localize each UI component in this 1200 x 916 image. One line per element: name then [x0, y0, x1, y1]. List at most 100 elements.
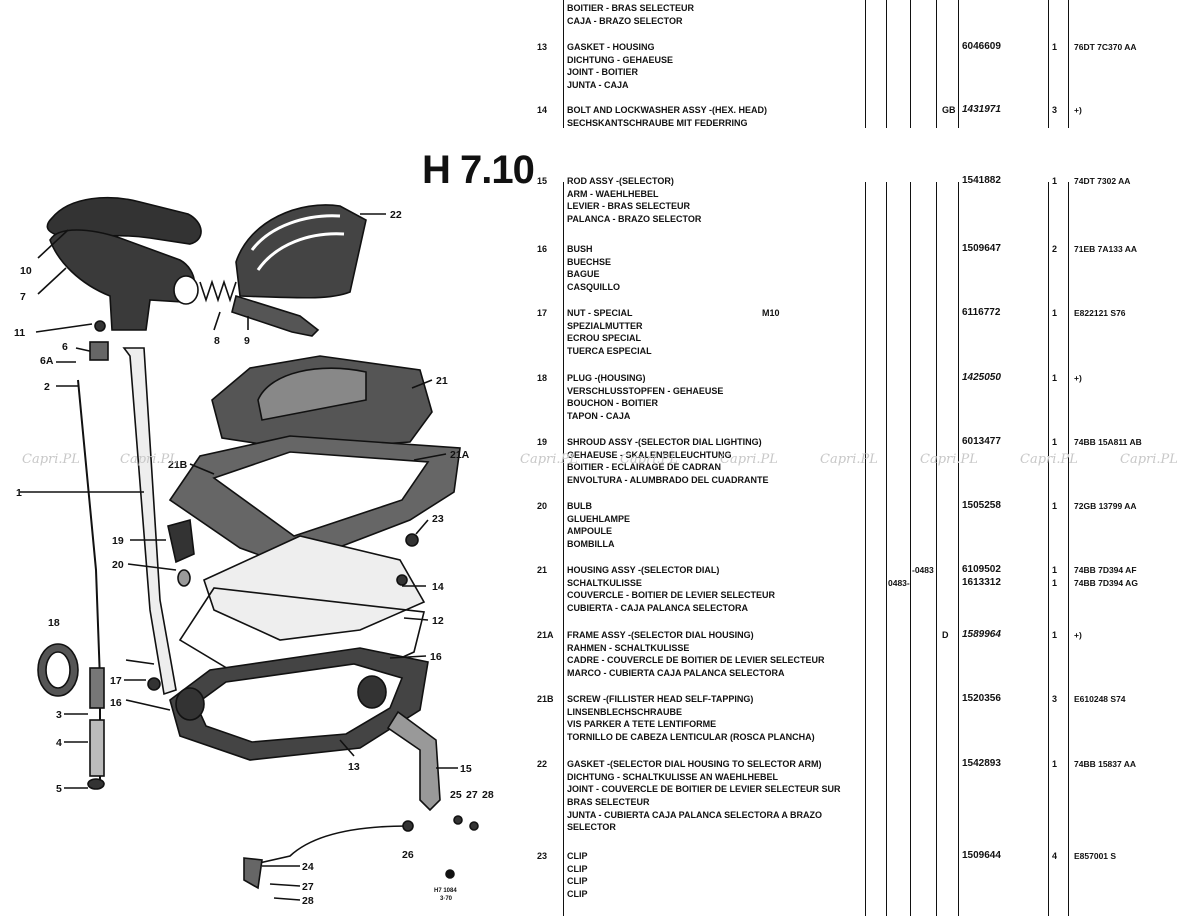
- description-line: GEHAEUSE - SKALENBELEUCHTUNG: [567, 449, 732, 460]
- item-number: 21A: [537, 630, 554, 640]
- description-line: PALANCA - BRAZO SELECTOR: [567, 214, 702, 225]
- description-line: HOUSING ASSY -(SELECTOR DIAL): [567, 565, 720, 575]
- item-number: 13: [537, 42, 548, 52]
- reference-number: E822121 S76: [1074, 308, 1126, 318]
- reference-number: 74DT 7302 AA: [1074, 176, 1131, 186]
- reference-number: +): [1074, 630, 1082, 640]
- part-number: 1542893: [962, 758, 1001, 769]
- item-description: PLUG -(HOUSING) VERSCHLUSSTOPFEN - GEHAEU…: [567, 372, 847, 423]
- description-line: CLIP: [567, 863, 588, 874]
- callout-10: 10: [20, 265, 32, 277]
- part-number: 1541882: [962, 175, 1001, 186]
- callout-5: 5: [56, 783, 62, 795]
- description-line: TUERCA ESPECIAL: [567, 346, 652, 357]
- callout-13: 13: [348, 761, 360, 773]
- callout-18: 18: [48, 617, 60, 629]
- callout-28-bottom: 28: [302, 895, 314, 907]
- reference-number: E857001 S: [1074, 851, 1117, 861]
- reference-number: 72GB 13799 AA: [1074, 501, 1137, 511]
- quantity: 3: [1052, 105, 1058, 115]
- description-line: VERSCHLUSSTOPFEN - GEHAEUSE: [567, 385, 724, 396]
- item-number: 16: [537, 244, 548, 254]
- item-description: SHROUD ASSY -(SELECTOR DIAL LIGHTING)GEH…: [567, 436, 847, 487]
- description-line: COUVERCLE - BOITIER DE LEVIER SELECTEUR: [567, 590, 776, 601]
- callout-22: 22: [390, 209, 402, 221]
- quantity: 1: [1052, 176, 1058, 186]
- callout-23: 23: [432, 513, 444, 525]
- callout-20: 20: [112, 559, 124, 571]
- description-line: JUNTA - CUBIERTA CAJA PALANCA SELECTORA …: [567, 809, 822, 820]
- watermark: Capri.PL: [22, 452, 80, 467]
- item-number: 15: [537, 176, 548, 186]
- description-line: LINSENBLECHSCHRAUBE: [567, 706, 683, 717]
- item-number: 21: [537, 565, 548, 575]
- item-number: 19: [537, 437, 548, 447]
- watermark: Capri.PL: [1120, 452, 1178, 467]
- quantity: 1: [1052, 501, 1058, 511]
- callout-12: 12: [432, 615, 444, 627]
- part-number: 6046609: [962, 41, 1001, 52]
- quantity: 1: [1052, 630, 1058, 640]
- description-line: CAJA - BRAZO SELECTOR: [567, 15, 683, 26]
- serial-range: 0483-: [888, 577, 910, 588]
- description-line: GLUEHLAMPE: [567, 513, 630, 524]
- part-number: 6116772: [962, 307, 1001, 318]
- callout-21: 21: [436, 375, 448, 387]
- item-number: 20: [537, 501, 548, 511]
- item-number: 22: [537, 759, 548, 769]
- item-number: 14: [537, 105, 548, 115]
- reference-number: E610248 S74: [1074, 694, 1126, 704]
- description-line: ARM - WAEHLHEBEL: [567, 188, 659, 199]
- callout-7: 7: [20, 291, 26, 303]
- callout-26: 26: [402, 849, 414, 861]
- description-line: MARCO - CUBIERTA CAJA PALANCA SELECTORA: [567, 668, 785, 679]
- description-line: PLUG -(HOUSING): [567, 373, 646, 383]
- description-line: TORNILLO DE CABEZA LENTICULAR (ROSCA PLA…: [567, 732, 815, 743]
- serial-range: -0483: [912, 565, 934, 575]
- callout-8: 8: [214, 335, 220, 347]
- callout-25: 25: [450, 789, 462, 801]
- watermark: Capri.PL: [120, 452, 178, 467]
- quantity: 1: [1052, 308, 1058, 318]
- callout-2: 2: [44, 381, 50, 393]
- description-line: AMPOULE: [567, 526, 612, 537]
- watermark: Capri.PL: [820, 452, 878, 467]
- description-line: CASQUILLO: [567, 282, 620, 293]
- description-line: CLIP: [567, 876, 588, 887]
- item-number: 18: [537, 373, 548, 383]
- quantity: 1: [1052, 577, 1058, 588]
- description-line: CADRE - COUVERCLE DE BOITIER DE LEVIER S…: [567, 655, 825, 666]
- callout-6a: 6A: [40, 355, 54, 367]
- description-line: SPEZIALMUTTER: [567, 320, 643, 331]
- item-description: GASKET -(SELECTOR DIAL HOUSING TO SELECT…: [567, 758, 847, 834]
- description-line: FRAME ASSY -(SELECTOR DIAL HOUSING): [567, 630, 754, 640]
- reference-number: +): [1074, 105, 1082, 115]
- watermark: Capri.PL: [520, 452, 578, 467]
- description-line: DICHTUNG - GEHAEUSE: [567, 54, 674, 65]
- description-line: SCREW -(FILLISTER HEAD SELF-TAPPING): [567, 694, 754, 704]
- page-title: H 7.10: [422, 148, 535, 192]
- callout-19: 19: [112, 535, 124, 547]
- description-line: BAGUE: [567, 269, 600, 280]
- part-number: 1431971: [962, 104, 1001, 115]
- item-number: 21B: [537, 694, 554, 704]
- watermark: Capri.PL: [720, 452, 778, 467]
- description-line: BRAS SELECTEUR: [567, 797, 650, 808]
- description-line: GASKET - HOUSING: [567, 42, 655, 52]
- description-line: NUT - SPECIAL: [567, 308, 633, 318]
- description-line: JOINT - COUVERCLE DE BOITIER DE LEVIER S…: [567, 784, 841, 795]
- drawing-code: H7 1084: [434, 888, 457, 894]
- callout-17: 17: [110, 675, 122, 687]
- description-line: TAPON - CAJA: [567, 411, 631, 422]
- item-code: GB: [942, 105, 956, 115]
- svg-text:3·70: 3·70: [440, 896, 453, 902]
- description-line: SELECTOR: [567, 822, 616, 833]
- part-number: 1509647: [962, 243, 1001, 254]
- watermark: Capri.PL: [1020, 452, 1078, 467]
- part-number: 1613312: [962, 576, 1001, 588]
